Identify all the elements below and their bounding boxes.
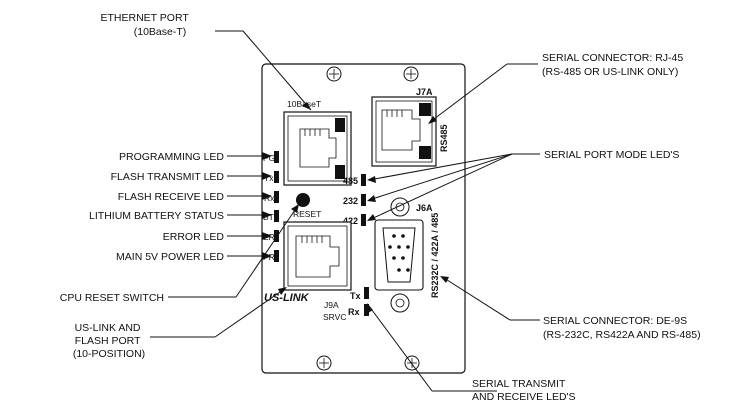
led-tx-label: Tx	[264, 173, 274, 183]
callout-error-led: ERROR LED	[163, 231, 225, 243]
reset-button[interactable]	[296, 193, 310, 207]
us-link-flash-port-icon	[283, 221, 352, 291]
led-bt	[274, 210, 279, 222]
rj45-serial-connector-icon	[371, 96, 437, 167]
led-pr	[274, 250, 279, 262]
led-er	[274, 230, 279, 242]
led-serial-rx	[364, 304, 369, 316]
led-mode-485	[361, 174, 366, 186]
callout-cpu-reset-switch: CPU RESET SWITCH	[60, 292, 164, 304]
screw-top-left-icon	[326, 66, 342, 82]
callout-programming-led: PROGRAMMING LED	[119, 151, 224, 163]
callout-serial-port-mode-leds: SERIAL PORT MODE LED'S	[544, 149, 679, 161]
callout-serial-connector-rj45: SERIAL CONNECTOR: RJ-45 (RS-485 OR US-LI…	[542, 52, 686, 78]
led-serial-tx	[364, 287, 369, 299]
callout-serial-connector-de9s: SERIAL CONNECTOR: DE-9S (RS-232C, RS422A…	[543, 315, 701, 341]
leader-lines	[150, 30, 540, 392]
ethernet-port-label: 10BaseT	[287, 99, 321, 109]
led-pg-label: PG	[263, 153, 275, 163]
db9-side-label: RS232C / 422A / 485	[430, 213, 440, 298]
screw-top-right-icon	[403, 66, 419, 82]
callout-lithium-battery-status: LITHIUM BATTERY STATUS	[89, 210, 224, 222]
led-rx-label: Rx	[264, 193, 275, 203]
led-tx	[274, 171, 279, 183]
serial-tx-label: Tx	[350, 291, 361, 301]
led-bt-label: BT	[263, 212, 274, 222]
callout-flash-transmit-led: FLASH TRANSMIT LED	[111, 171, 225, 183]
rs485-label: RS485	[439, 124, 449, 152]
callout-us-link-flash-port: US-LINK AND FLASH PORT (10-POSITION)	[73, 322, 145, 360]
de9s-connector-icon	[374, 197, 424, 313]
callout-main-power-led: MAIN 5V POWER LED	[116, 251, 224, 263]
ethernet-port-icon	[283, 111, 352, 186]
led-rx	[274, 191, 279, 203]
mode-232-label: 232	[343, 196, 358, 206]
led-pg	[274, 151, 279, 163]
srvc-label: SRVC	[323, 312, 346, 322]
callout-flash-receive-led: FLASH RECEIVE LED	[118, 191, 225, 203]
j6a-label: J6A	[416, 203, 433, 213]
mode-422-label: 422	[343, 216, 358, 226]
callout-serial-tx-rx-leds: SERIAL TRANSMIT AND RECEIVE LED'S	[472, 378, 576, 403]
j7a-label: J7A	[416, 87, 433, 97]
reset-label: RESET	[293, 209, 321, 219]
led-mode-422	[361, 214, 366, 226]
mode-485-label: 485	[343, 176, 358, 186]
callout-ethernet-port: ETHERNET PORT (10Base-T)	[100, 12, 191, 38]
j9a-label: J9A	[324, 300, 339, 310]
led-mode-232	[361, 194, 366, 206]
serial-rx-label: Rx	[348, 307, 360, 317]
screw-bottom-left-icon	[316, 355, 332, 371]
